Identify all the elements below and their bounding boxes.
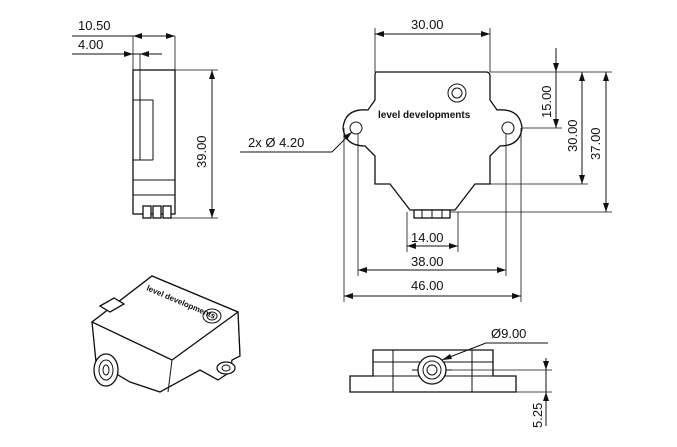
dim-port-height: 5.25 (446, 358, 552, 428)
dim-right-15: 15.00 (490, 48, 612, 129)
dim-top-width: 30.00 (374, 17, 491, 72)
dim-label-46-00: 46.00 (411, 278, 444, 293)
dim-side-width-top: 10.50 (72, 18, 176, 70)
dim-label-30-00-top: 30.00 (411, 17, 444, 32)
dim-bottom-46: 46.00 (343, 128, 522, 302)
dim-port-diameter: Ø9.00 (441, 326, 548, 361)
dim-bottom-14: 14.00 (406, 212, 459, 252)
dim-right-30: 30.00 (490, 72, 588, 185)
dim-label-30-00-right: 30.00 (565, 119, 580, 152)
logo-text: level developments (378, 110, 471, 121)
dim-label-4-00: 4.00 (78, 37, 103, 52)
dim-label-hole: 2x Ø 4.20 (248, 135, 304, 150)
dim-side-width-inner: 4.00 (72, 37, 162, 80)
dim-label-5-25: 5.25 (530, 403, 545, 428)
isometric-view: level developments (90, 275, 241, 393)
dim-label-15-00: 15.00 (539, 85, 554, 118)
dim-right-37: 37.00 (450, 72, 612, 213)
dim-label-38-00: 38.00 (411, 254, 444, 269)
dim-label-39-00: 39.00 (194, 135, 209, 168)
top-view: level developments (342, 71, 523, 219)
dim-label-14-00: 14.00 (411, 230, 444, 245)
dim-label-10-50: 10.50 (78, 18, 111, 33)
dim-hole-callout: 2x Ø 4.20 (240, 131, 353, 153)
side-view (132, 69, 176, 219)
dim-label-port-diameter: Ø9.00 (491, 326, 526, 341)
dim-label-37-00: 37.00 (588, 127, 603, 160)
dim-bottom-38: 38.00 (357, 134, 507, 276)
dim-side-height: 39.00 (171, 69, 218, 219)
front-view (349, 349, 517, 393)
